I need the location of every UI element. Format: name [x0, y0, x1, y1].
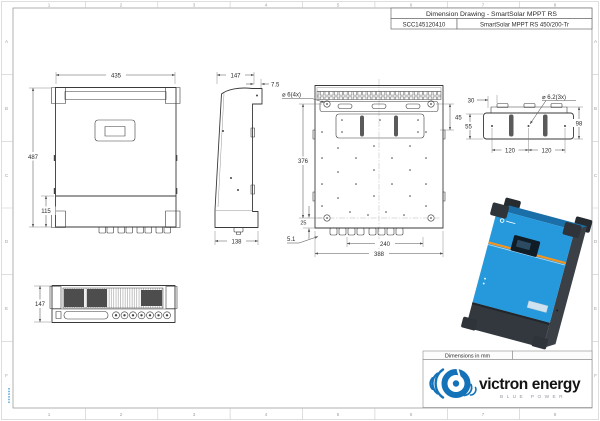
dim-bracket-edge-offset: 30 — [468, 99, 475, 105]
row-label: F — [5, 373, 8, 378]
side-gland — [233, 227, 244, 235]
footer: Dimensions in mm victron energy BLUE POW… — [422, 350, 593, 408]
hanger-pin — [360, 115, 364, 137]
dim-side-depth: 147 — [230, 74, 241, 80]
col-label: 4 — [265, 412, 268, 417]
side-back-tabs — [250, 127, 255, 195]
row-label: C — [5, 173, 9, 178]
article-number: SCC145120410 — [403, 22, 446, 28]
back-view: ⌀ 6(4x) 45 376 25 5.1 240 388 — [282, 79, 462, 258]
row-label: F — [594, 373, 597, 378]
title-block: Dimension Drawing - SmartSolar MPPT RS S… — [390, 7, 593, 30]
bracket-lip-tabs — [496, 103, 563, 108]
product-front-panel — [472, 209, 575, 323]
dim-back-width: 388 — [374, 252, 385, 258]
dim-side-offset: 7.5 — [271, 83, 280, 89]
drawing-title: Dimension Drawing - SmartSolar MPPT RS — [426, 11, 557, 18]
dim-front-gland-section: 115 — [41, 209, 51, 215]
dim-front-height: 487 — [28, 155, 39, 161]
side-view: 147 7.5 138 — [214, 70, 280, 246]
dim-back-mount-holes: ⌀ 6(4x) — [282, 93, 301, 99]
dim-bracket-pitch-right: 120 — [541, 148, 552, 154]
product-label — [526, 300, 549, 313]
col-label: 8 — [554, 2, 557, 7]
dim-back-pitch: 376 — [298, 159, 309, 165]
col-label: 4 — [265, 2, 268, 7]
front-corner-brackets — [51, 87, 181, 228]
mount-bar — [319, 101, 439, 112]
col-label: 7 — [482, 412, 485, 417]
top-view: 147 — [30, 285, 178, 323]
brand-tagline: BLUE POWER — [500, 394, 566, 400]
bracket-holes — [491, 125, 566, 127]
frame-row-labels-left: A B C D E F — [5, 39, 9, 378]
bracket-pin — [509, 114, 514, 137]
dim-bracket-total-height: 98 — [576, 122, 583, 128]
col-label: 8 — [554, 412, 557, 417]
row-label: E — [5, 306, 8, 311]
mount-bar-slots — [337, 103, 421, 109]
victron-logo-icon — [429, 368, 477, 399]
dim-back-gland-span: 240 — [380, 242, 391, 248]
hanger-pin — [394, 115, 398, 137]
row-label: B — [594, 106, 597, 111]
model-name: SmartSolar MPPT RS 450/200-Tr — [480, 22, 569, 28]
dim-front-width: 435 — [111, 74, 122, 80]
col-label: 7 — [482, 2, 485, 7]
frame-column-labels-top: 1 2 3 4 5 6 7 8 — [48, 2, 557, 7]
col-label: 2 — [120, 412, 123, 417]
dim-top-depth: 147 — [35, 302, 46, 308]
bracket-view: 30 ⌀ 6.2(3x) 55 98 120 120 — [461, 95, 586, 154]
row-label: E — [594, 306, 597, 311]
terminal-strip — [316, 91, 442, 100]
dim-bracket-pitch-left: 120 — [505, 148, 516, 154]
col-label: 3 — [193, 2, 196, 7]
col-label: 1 — [48, 2, 51, 7]
product-logo-mark — [499, 218, 505, 223]
frame-column-labels-bottom: 1 2 3 4 5 6 7 8 — [48, 412, 557, 417]
bracket-pin — [543, 114, 548, 137]
row-label: A — [594, 39, 598, 44]
top-port-square — [55, 311, 62, 319]
col-label: 3 — [193, 412, 196, 417]
row-label: C — [594, 173, 598, 178]
col-label: 1 — [48, 412, 51, 417]
dim-bracket-holes: ⌀ 6.2(3x) — [542, 95, 566, 101]
units-note: Dimensions in mm — [445, 353, 491, 359]
top-connectors — [112, 311, 171, 320]
dim-back-wall-gap: 5.1 — [287, 237, 296, 243]
col-label: 2 — [120, 2, 123, 7]
col-label: 5 — [337, 412, 340, 417]
row-label: A — [5, 39, 9, 44]
brand-name: victron energy — [479, 376, 581, 393]
dim-back-top-offset: 45 — [455, 116, 462, 122]
row-label: D — [594, 239, 598, 244]
dim-back-bottom-offset: 25 — [300, 221, 306, 227]
col-label: 6 — [410, 2, 413, 7]
back-cable-glands — [329, 227, 404, 236]
row-label: D — [5, 239, 9, 244]
front-cable-glands — [98, 226, 171, 234]
front-display — [94, 119, 136, 142]
product-base — [465, 302, 550, 349]
col-label: 6 — [410, 412, 413, 417]
fan-blocks — [64, 289, 162, 307]
product-photo — [461, 197, 593, 350]
row-label: B — [5, 106, 8, 111]
keyhole-plate — [335, 113, 425, 139]
dim-side-base: 138 — [231, 240, 242, 246]
front-view: 435 487 115 — [23, 70, 181, 234]
frame-row-labels-right: A B C D E F — [594, 39, 598, 378]
rivet-dots — [321, 119, 427, 216]
col-label: 5 — [337, 2, 340, 7]
front-side-tabs — [53, 155, 178, 194]
dim-bracket-inner-height: 55 — [465, 125, 472, 131]
side-screws — [222, 94, 258, 191]
top-slot — [63, 311, 109, 320]
